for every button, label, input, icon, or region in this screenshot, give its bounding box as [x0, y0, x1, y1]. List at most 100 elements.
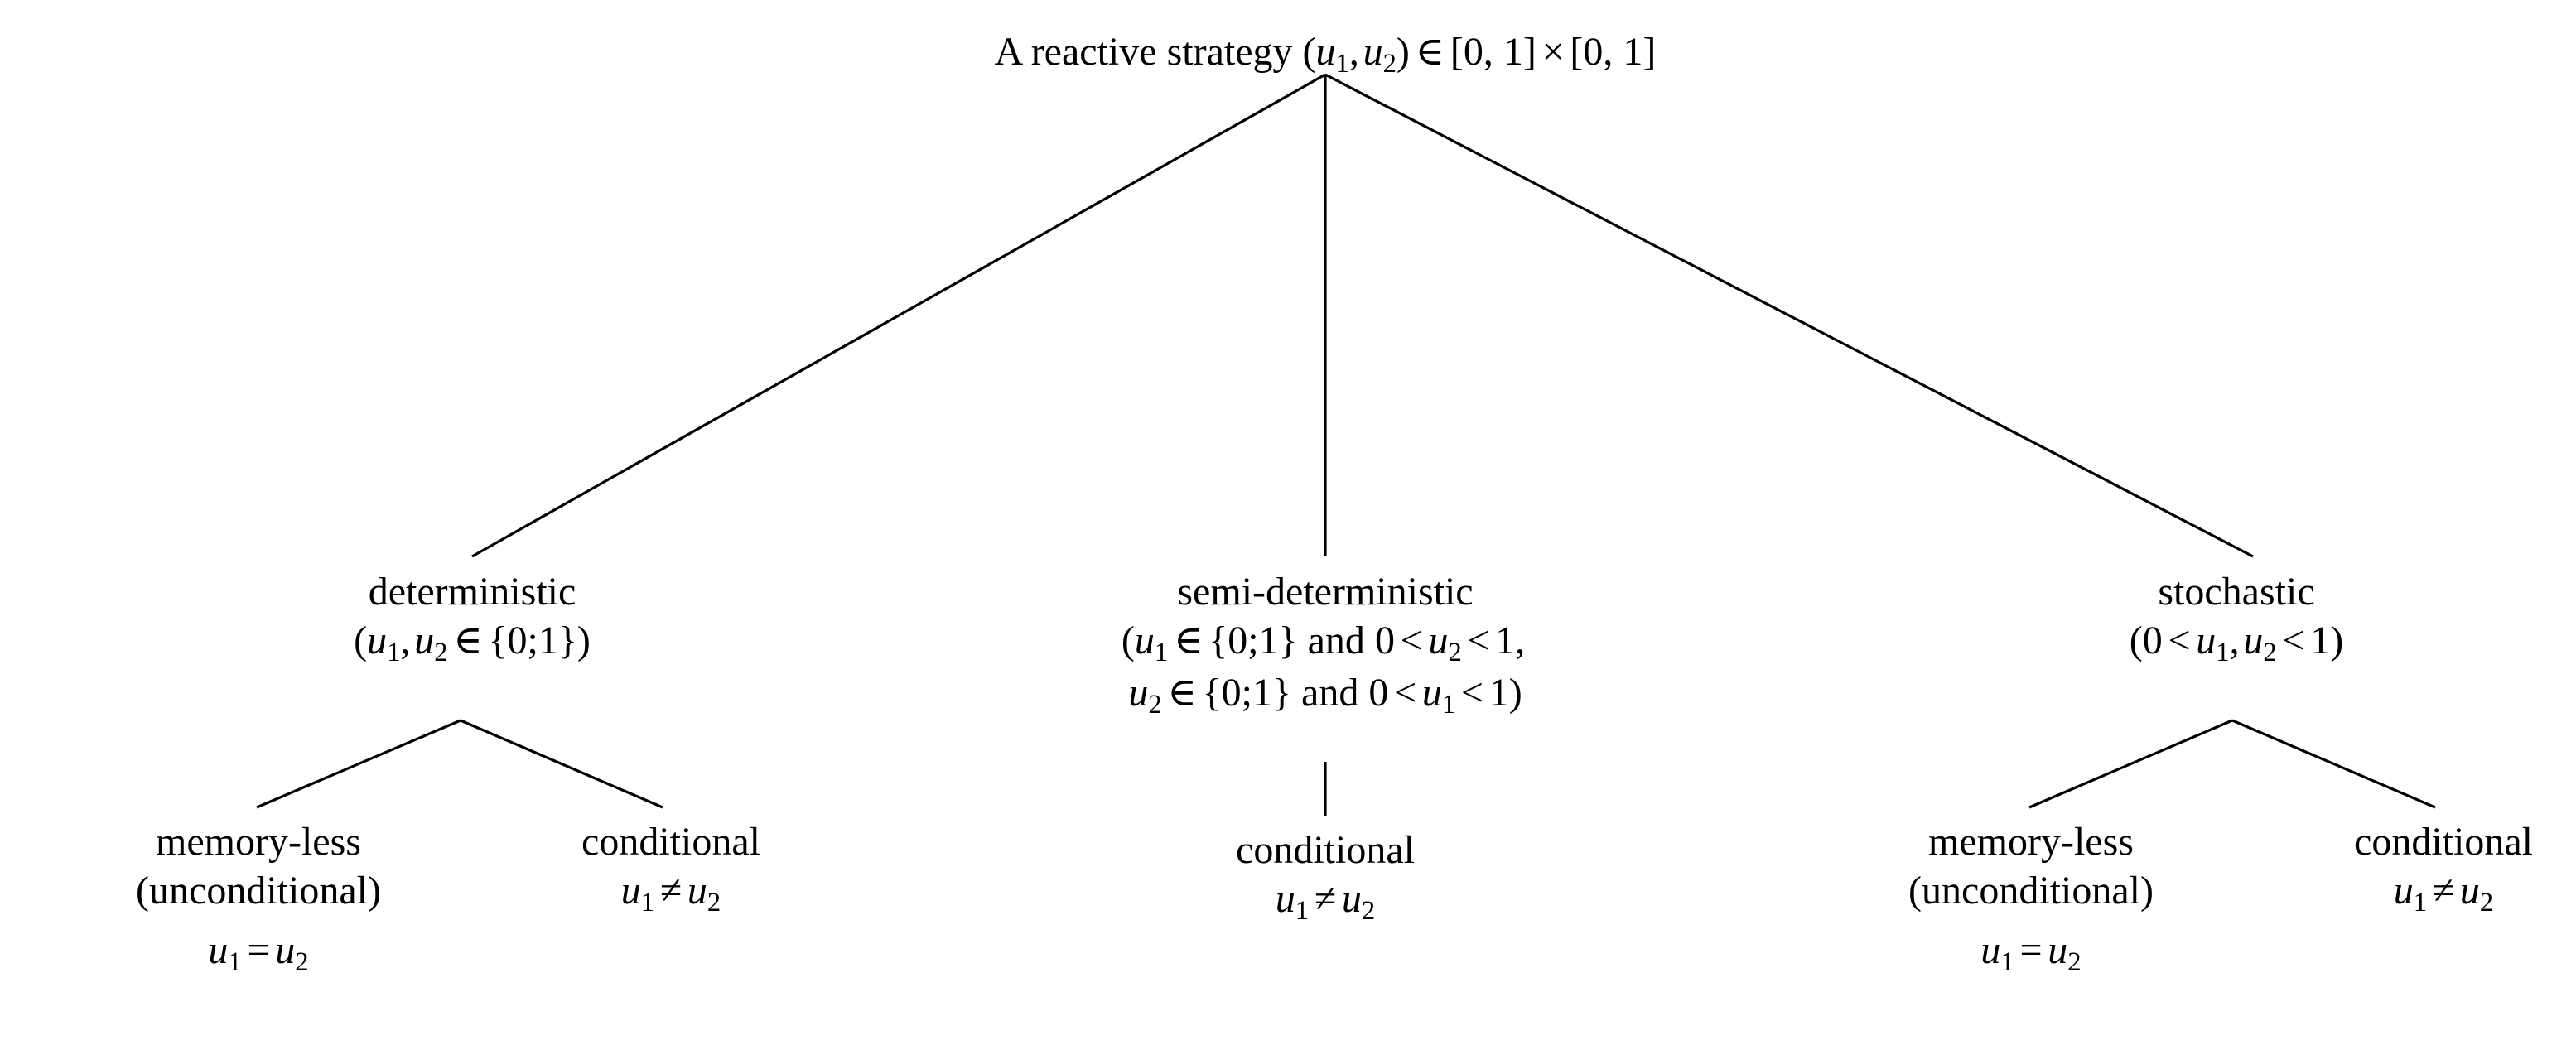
root-text: A reactive strategy	[994, 30, 1303, 74]
sub-2: 2	[2067, 947, 2082, 978]
edge-det-to-memoryless	[256, 719, 461, 809]
node-stoch-conditional: conditional u1≠u2	[2354, 818, 2533, 919]
var-u2: u	[414, 618, 435, 662]
root-var-u1: u	[1315, 30, 1336, 74]
set-brace-close: }	[1271, 671, 1292, 715]
less-than-icon-2: <	[2282, 618, 2305, 662]
var-u2: u	[2459, 868, 2480, 913]
root-sub-1: 1	[1335, 49, 1349, 79]
semi-deterministic-condition-line2: u2∈{0;1} and 0<u1<1)	[1122, 669, 1529, 722]
sub-1: 1	[2413, 887, 2428, 917]
set-one: 1	[1258, 618, 1279, 662]
semi-conditional-line1: conditional	[1236, 828, 1415, 872]
var-u1: u	[1275, 876, 1295, 921]
one: 1	[1488, 671, 1509, 715]
root-open-paren: (	[1302, 30, 1316, 74]
sub-1: 1	[640, 887, 655, 917]
sub-2: 2	[434, 637, 448, 667]
close-paren: )	[2330, 618, 2344, 662]
set-one: 1	[1252, 671, 1272, 715]
not-equal-icon: ≠	[659, 868, 683, 913]
stoch-memoryless-relation: u1=u2	[1908, 927, 2154, 980]
set-brace-close: }	[1278, 618, 1298, 662]
and-label: and	[1301, 671, 1359, 715]
root-sub-2: 2	[1382, 49, 1397, 79]
sub-2: 2	[707, 887, 721, 917]
open-paren: (	[2129, 618, 2143, 662]
set-brace-open: {	[1202, 671, 1222, 715]
var-u2: u	[2243, 618, 2264, 662]
space	[1291, 671, 1301, 715]
stoch-memoryless-line2: (unconditional)	[1908, 868, 2154, 913]
node-det-memoryless: memory-less (unconditional) u1=u2	[136, 818, 381, 980]
stoch-memoryless-line1: memory-less	[1928, 820, 2134, 864]
space2	[1358, 671, 1368, 715]
set-brace-open: {	[488, 618, 508, 662]
det-memoryless-line1: memory-less	[156, 820, 361, 864]
var-u2: u	[2048, 928, 2068, 973]
sub-2: 2	[2479, 887, 2494, 917]
edge-stoch-to-memoryless	[2028, 719, 2233, 809]
stoch-conditional-line1: conditional	[2354, 820, 2533, 864]
sub-2: 2	[295, 947, 309, 978]
equals-icon: =	[2019, 928, 2043, 973]
zero: 0	[1368, 671, 1389, 715]
node-semi-deterministic: semi-deterministic (u1∈{0;1} and 0<u2<1,…	[1122, 568, 1529, 722]
det-conditional-relation: u1≠u2	[581, 867, 760, 920]
trailing-comma: ,	[1515, 618, 1526, 662]
var-u1: u	[1134, 618, 1155, 662]
sub-2: 2	[1148, 690, 1162, 720]
times-icon: ×	[1541, 30, 1565, 74]
node-semi-conditional: conditional u1≠u2	[1236, 826, 1415, 927]
sub-1: 1	[387, 637, 401, 667]
root-close-paren: )	[1396, 30, 1410, 74]
set-brace-open: {	[1208, 618, 1228, 662]
space	[1365, 619, 1375, 662]
sub-1: 1	[2000, 947, 2014, 978]
var-u1: u	[1421, 671, 1442, 715]
root-label: A reactive strategy (u1,u2)∈[0, 1]×[0, 1…	[995, 28, 1657, 81]
edge-stoch-to-conditional	[2231, 719, 2436, 809]
element-of-icon: ∈	[1173, 618, 1204, 662]
element-of-icon: ∈	[1167, 671, 1197, 715]
equals-icon: =	[247, 928, 270, 973]
less-than-icon: <	[1394, 671, 1417, 715]
comma: ,	[2229, 618, 2240, 662]
det-memoryless-relation: u1=u2	[136, 927, 381, 980]
det-memoryless-line2: (unconditional)	[136, 868, 381, 913]
sub-1: 1	[1154, 637, 1169, 667]
node-stoch-memoryless: memory-less (unconditional) u1=u2	[1908, 818, 2154, 980]
node-det-conditional: conditional u1≠u2	[581, 818, 760, 919]
node-stochastic: stochastic (0<u1,u2<1)	[2130, 568, 2343, 669]
root-interval-1: [0, 1]	[1450, 30, 1536, 74]
sub-1: 1	[1295, 895, 1310, 926]
root-comma: ,	[1348, 30, 1359, 74]
var-u1: u	[620, 868, 641, 913]
set-brace-close: }	[557, 618, 577, 662]
less-than-icon: <	[1400, 618, 1423, 662]
var-u2: u	[1128, 671, 1149, 715]
one: 1	[1495, 618, 1516, 662]
zero: 0	[2142, 618, 2163, 662]
not-equal-icon: ≠	[1314, 876, 1337, 921]
and-word	[1298, 619, 1308, 662]
var-u1: u	[2196, 618, 2217, 662]
root-interval-2: [0, 1]	[1570, 30, 1657, 74]
element-of-icon: ∈	[1415, 30, 1445, 74]
edge-det-to-conditional	[460, 719, 663, 809]
stochastic-condition: (0<u1,u2<1)	[2130, 617, 2343, 670]
deterministic-title: deterministic	[368, 570, 576, 614]
comma: ,	[400, 618, 411, 662]
one: 1	[2310, 618, 2331, 662]
edge-root-to-stochastic	[1324, 73, 2254, 558]
open-paren: (	[1121, 618, 1135, 662]
root-var-u2: u	[1363, 30, 1383, 74]
var-u1: u	[367, 618, 388, 662]
edge-root-to-deterministic	[471, 73, 1326, 558]
var-u1: u	[2393, 868, 2414, 913]
not-equal-icon: ≠	[2432, 868, 2455, 913]
stoch-conditional-relation: u1≠u2	[2354, 867, 2533, 920]
semi-deterministic-title: semi-deterministic	[1177, 570, 1474, 614]
var-u1: u	[208, 928, 229, 973]
close-paren: )	[1508, 671, 1522, 715]
